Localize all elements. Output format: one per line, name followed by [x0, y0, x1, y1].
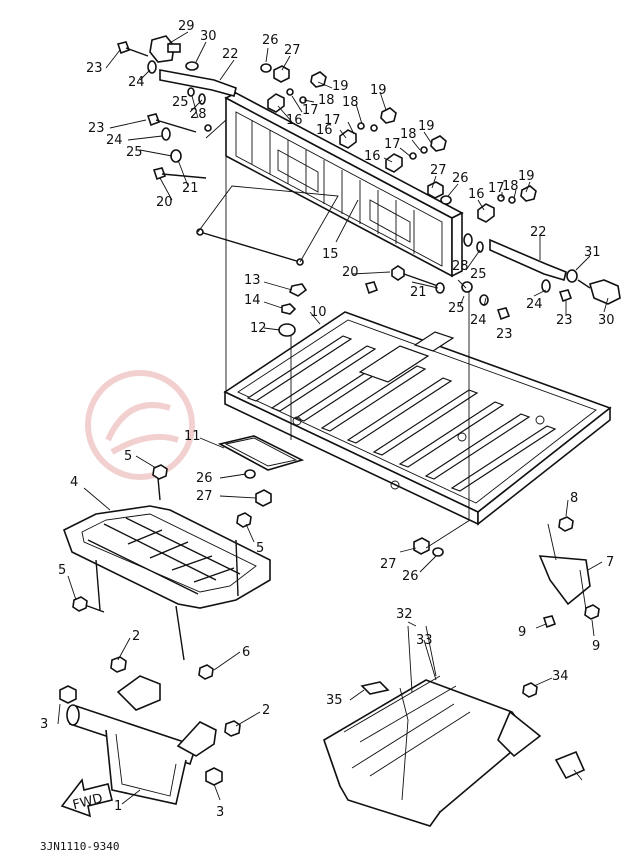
bracket	[538, 516, 600, 629]
nuts-washers-top	[260, 63, 452, 205]
watermark-logo	[85, 370, 195, 480]
callout-18: 18	[502, 179, 519, 194]
callout-17: 17	[384, 137, 401, 152]
right-hinge-assembly	[364, 233, 621, 321]
callout-24: 24	[128, 75, 145, 90]
callout-33: 34	[552, 669, 569, 684]
callout-22: 22	[222, 47, 239, 62]
callout-30: 30	[200, 29, 217, 44]
rack-bolts	[72, 464, 252, 680]
callout-23: 23	[556, 313, 573, 328]
callout-2: 2	[262, 703, 270, 718]
fwd-text: FWD	[71, 791, 104, 813]
callout-4: 4	[70, 475, 78, 490]
nuts-washers-bottom	[413, 519, 471, 557]
callout-17: 17	[302, 103, 319, 118]
callout-labels: 29 30 22 26 27 23 24 25 28 23 24 25 21 2…	[40, 19, 615, 820]
callout-2: 2	[132, 629, 140, 644]
callout-27: 27	[380, 557, 397, 572]
callout-15: 15	[322, 247, 339, 262]
callout-23: 23	[86, 61, 103, 76]
callout-12: 12	[250, 321, 267, 336]
callout-5: 5	[124, 449, 132, 464]
rubber-stoppers	[267, 71, 537, 223]
callout-26: 26	[262, 33, 279, 48]
callout-5: 6	[242, 645, 250, 660]
callout-leaders	[57, 31, 609, 805]
callout-19: 19	[332, 79, 349, 94]
callout-24: 24	[470, 313, 487, 328]
callout-7: 8	[570, 491, 578, 506]
callout-8: 9	[518, 625, 526, 640]
callout-22: 22	[530, 225, 547, 240]
callout-26: 26	[402, 569, 419, 584]
callout-19: 19	[370, 83, 387, 98]
callout-21: 21	[182, 181, 199, 196]
callout-6: 7	[606, 555, 614, 570]
callout-24: 24	[526, 297, 543, 312]
fuel-tank	[323, 625, 586, 827]
callout-18: 18	[400, 127, 417, 142]
callout-25: 25	[470, 267, 487, 282]
callout-1: 1	[114, 799, 122, 814]
front-bumper	[59, 656, 241, 805]
callout-31: 32	[396, 607, 413, 622]
callout-26: 26	[452, 171, 469, 186]
callout-27: 27	[284, 43, 301, 58]
callout-14: 14	[244, 293, 261, 308]
callout-21: 21	[410, 285, 427, 300]
callout-26: 26	[196, 471, 213, 486]
fwd-arrow: FWD	[60, 778, 113, 818]
callout-23: 23	[496, 327, 513, 342]
callout-16: 16	[364, 149, 381, 164]
callout-28: 28	[190, 107, 207, 122]
callout-16: 16	[468, 187, 485, 202]
callout-5: 5	[58, 563, 66, 578]
diagram-code: 3JN1110-9340	[40, 840, 119, 853]
callout-34: 35	[326, 693, 343, 708]
callout-16: 16	[286, 113, 303, 128]
callout-28: 28	[452, 259, 469, 274]
callout-25: 25	[172, 95, 189, 110]
callout-16: 16	[316, 123, 333, 138]
callout-32: 33	[416, 633, 433, 648]
callout-25: 25	[448, 301, 465, 316]
callout-3: 3	[216, 805, 224, 820]
callout-5: 5	[256, 541, 264, 556]
callout-19: 19	[418, 119, 435, 134]
callout-18: 18	[342, 95, 359, 110]
left-hinge-assembly	[116, 35, 237, 181]
callout-30: 31	[584, 245, 601, 260]
callout-19: 19	[518, 169, 535, 184]
callout-9: 9	[592, 639, 600, 654]
callout-11: 11	[184, 429, 201, 444]
callout-20: 20	[156, 195, 173, 210]
alignment-lines	[205, 119, 470, 520]
callout-23: 23	[88, 121, 105, 136]
callout-25: 25	[126, 145, 143, 160]
callout-27: 27	[196, 489, 213, 504]
callout-3: 3	[40, 717, 48, 732]
tailgate-wire	[196, 185, 339, 266]
front-rack	[63, 505, 271, 661]
callout-29: 30	[598, 313, 615, 328]
callout-20: 20	[342, 265, 359, 280]
callout-17: 17	[324, 113, 341, 128]
callout-13: 13	[244, 273, 261, 288]
cargo-bed	[223, 311, 612, 526]
callout-29: 29	[178, 19, 195, 34]
bed-small-parts	[217, 283, 308, 507]
callout-17: 17	[488, 181, 505, 196]
cargo-bed-ribs	[246, 331, 557, 492]
callout-10: 10	[310, 305, 327, 320]
callout-24: 24	[106, 133, 123, 148]
callout-18: 18	[318, 93, 335, 108]
callout-27: 27	[430, 163, 447, 178]
